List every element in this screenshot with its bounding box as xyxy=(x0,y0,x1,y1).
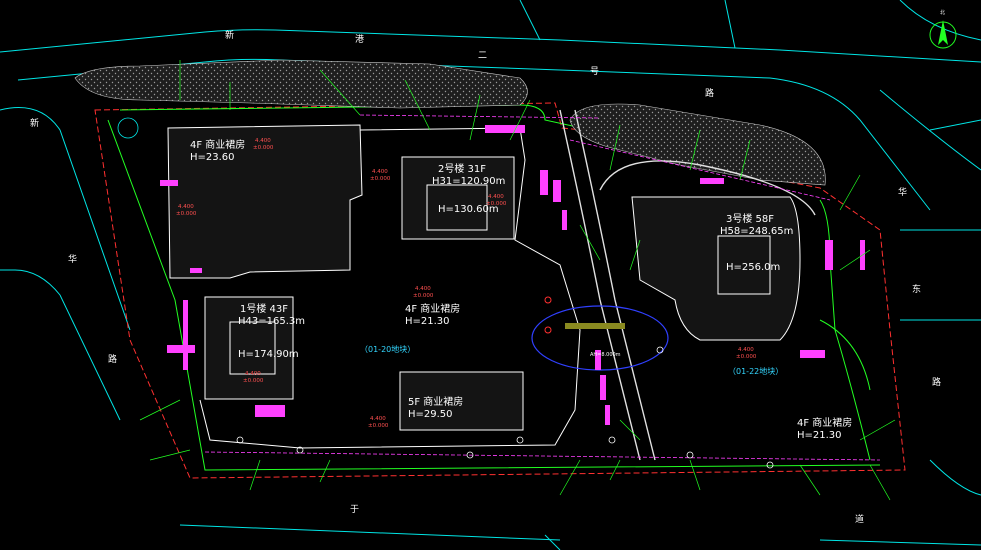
podium-east-height: H=21.30 xyxy=(797,430,842,441)
podium-nw-labels: 4F 商业裙房 H=23.60 xyxy=(190,138,245,163)
building-3-core xyxy=(717,235,771,295)
podium-5f-name: 5F 商业裙房 xyxy=(408,395,463,408)
elevation-marks: 4.400 ±0.000 4.400 ±0.000 4.400 ±0.000 4… xyxy=(176,138,757,429)
building-2-name: 2号楼 31F xyxy=(438,162,486,175)
podium-5f-height: H=29.50 xyxy=(408,409,453,420)
road-west-char-3: 路 xyxy=(108,353,117,365)
podium-nw-name: 4F 商业裙房 xyxy=(190,138,245,151)
podium-5f-labels: 5F 商业裙房 H=29.50 xyxy=(408,395,463,420)
road-north-char-4: 号 xyxy=(590,66,599,77)
leader-lines xyxy=(139,60,896,501)
center-elevation-label: AH=8.000m xyxy=(590,352,621,358)
svg-text:4.400: 4.400 xyxy=(415,286,431,292)
elevation-mark: 4.400 ±0.000 xyxy=(253,138,274,151)
road-east-char-1: 华 xyxy=(898,186,907,198)
building-1-h1: H43=165.3m xyxy=(238,316,305,327)
building-2-labels: 2号楼 31F H31=120.90m H=130.60m xyxy=(432,162,505,215)
road-south-char-2: 道 xyxy=(855,513,864,525)
building-3-outline xyxy=(631,196,801,341)
road-west-char-1: 新 xyxy=(30,117,39,129)
road-west-char-2: 华 xyxy=(68,253,77,265)
circle-markers xyxy=(117,117,774,469)
podium-east-labels: 4F 商业裙房 H=21.30 xyxy=(797,416,852,441)
svg-text:4.400: 4.400 xyxy=(370,416,386,422)
podium-nw-outline xyxy=(167,124,363,279)
road-north-char-2: 港 xyxy=(355,33,364,45)
elevation-mark: 4.400 ±0.000 xyxy=(370,169,391,182)
svg-text:±0.000: ±0.000 xyxy=(368,423,389,429)
svg-text:±0.000: ±0.000 xyxy=(370,176,391,182)
building-2-h1: H31=120.90m xyxy=(432,176,505,187)
road-name-east: 华 东 路 xyxy=(898,186,941,388)
building-3-h2: H=256.0m xyxy=(726,262,780,273)
svg-text:±0.000: ±0.000 xyxy=(243,378,264,384)
podium-5f-outline xyxy=(399,371,524,431)
podium-center-name: 4F 商业裙房 xyxy=(405,302,460,315)
survey-lines xyxy=(204,114,881,461)
svg-text:±0.000: ±0.000 xyxy=(486,201,507,207)
podium-center-outline xyxy=(199,127,581,449)
podium-nw-height: H=23.60 xyxy=(190,152,235,163)
road-name-south: 于 道 xyxy=(350,504,864,525)
road-north-char-5: 路 xyxy=(705,87,714,99)
road-north-char-1: 新 xyxy=(225,29,234,41)
building-1-core xyxy=(229,321,276,375)
podium-center-labels: 4F 商业裙房 H=21.30 xyxy=(405,302,460,327)
road-east-char-2: 东 xyxy=(912,283,921,295)
building-1-name: 1号楼 43F xyxy=(240,302,288,315)
east-access-road xyxy=(559,109,816,461)
building-1-h2: H=174.90m xyxy=(238,349,299,360)
svg-text:4.400: 4.400 xyxy=(488,194,504,200)
podium-center-height: H=21.30 xyxy=(405,316,450,327)
north-arrow-icon: 北 xyxy=(929,9,957,49)
road-north-char-3: 二 xyxy=(478,51,487,61)
elevation-mark: 4.400 ±0.000 xyxy=(736,347,757,360)
plot-label-east: （01-22地块） xyxy=(728,366,783,376)
building-3-h1: H58=248.65m xyxy=(720,226,793,237)
road-east-char-3: 路 xyxy=(932,376,941,388)
elevation-mark: 4.400 ±0.000 xyxy=(486,194,507,207)
elevation-mark: 4.400 ±0.000 xyxy=(413,286,434,299)
landscape-hatch xyxy=(74,59,826,186)
road-name-north: 新 港 二 号 路 xyxy=(225,29,714,99)
road-south-char-1: 于 xyxy=(350,504,359,515)
svg-text:±0.000: ±0.000 xyxy=(176,211,197,217)
elevation-mark: 4.400 ±0.000 xyxy=(243,371,264,384)
building-2-h2: H=130.60m xyxy=(438,204,499,215)
svg-text:4.400: 4.400 xyxy=(372,169,388,175)
building-3-labels: 3号楼 58F H58=248.65m H=256.0m xyxy=(720,212,793,273)
buildings xyxy=(167,124,801,431)
svg-text:4.400: 4.400 xyxy=(178,204,194,210)
svg-text:4.400: 4.400 xyxy=(245,371,261,377)
road-name-west: 新 华 路 xyxy=(30,117,117,365)
svg-text:±0.000: ±0.000 xyxy=(413,293,434,299)
svg-text:北: 北 xyxy=(940,9,945,16)
building-1-labels: 1号楼 43F H43=165.3m H=174.90m xyxy=(238,302,305,360)
svg-text:4.400: 4.400 xyxy=(255,138,271,144)
building-2-core xyxy=(426,184,488,231)
elevation-mark: 4.400 ±0.000 xyxy=(368,416,389,429)
svg-text:4.400: 4.400 xyxy=(738,347,754,353)
svg-text:±0.000: ±0.000 xyxy=(253,145,274,151)
magenta-markings xyxy=(160,125,865,425)
elevation-mark: 4.400 ±0.000 xyxy=(176,204,197,217)
building-3-name: 3号楼 58F xyxy=(726,212,774,225)
svg-text:±0.000: ±0.000 xyxy=(736,354,757,360)
podium-east-name: 4F 商业裙房 xyxy=(797,416,852,429)
plot-label-west: （01-20地块） xyxy=(360,344,415,354)
